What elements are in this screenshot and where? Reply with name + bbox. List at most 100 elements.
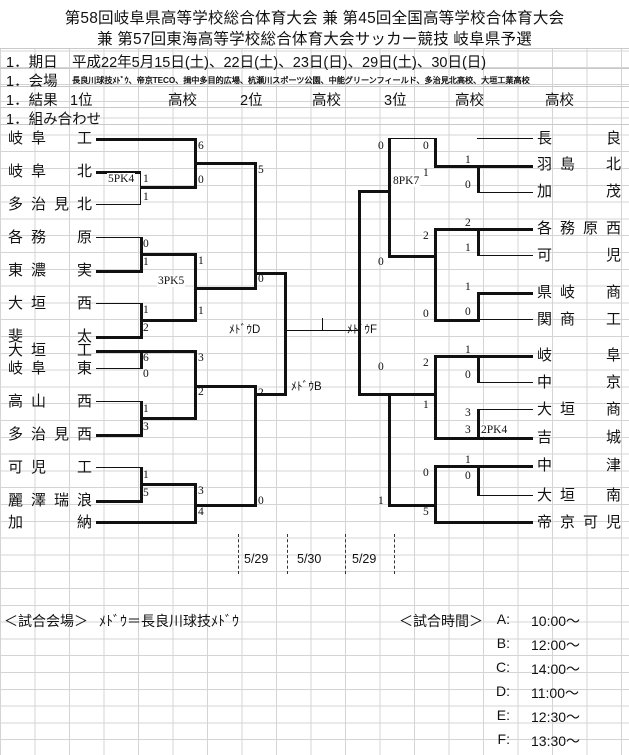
footer-time-key-2: C: [496, 659, 510, 675]
date-value: 平成22年5月15日(土)、22日(土)、23日(日)、29日(土)、30日(日… [72, 55, 487, 71]
right-team-5: 県岐商 [536, 284, 621, 301]
score-left-r1b-bot: 1 [143, 256, 149, 268]
left-line-r1c-out [140, 319, 196, 322]
score-left-r1f-top: 1 [143, 469, 149, 481]
result-1st-rank: 1位 [70, 93, 93, 109]
right-team-0: 長良 [536, 130, 621, 147]
score-right-r1d-top: 1 [465, 344, 471, 356]
score-right-r1c-bot: 0 [465, 306, 471, 318]
score-left-r2a-bot: 0 [198, 174, 204, 186]
result-3rd-school: 高校 [455, 93, 484, 109]
left-line-r1b-out [140, 253, 196, 256]
right-line-team3 [477, 228, 533, 231]
result-label: 1．結果 [6, 93, 58, 109]
right-line-r2b-out [388, 255, 436, 258]
score-left-r2b-top: 1 [198, 255, 204, 267]
header-rule-5 [0, 124, 629, 125]
date-divider-4 [394, 534, 395, 574]
right-line-team5 [477, 292, 533, 295]
score-left-r3b-bot: 0 [258, 495, 264, 507]
score-left-r1f-bot: 5 [143, 487, 149, 499]
score-left-r1d-bot: 0 [143, 368, 149, 380]
right-line-team2 [477, 192, 533, 193]
left-team-13: 加納 [7, 514, 92, 531]
score-left-r1a-bot: 1 [143, 191, 149, 203]
left-team-6: 斐太 [7, 328, 92, 345]
bracket-label: 1．組み合わせ [6, 112, 102, 128]
left-line-r2c-out [194, 385, 256, 388]
right-line-team10 [477, 437, 533, 440]
result-1st-school: 高校 [168, 93, 197, 109]
right-line-team7 [477, 355, 533, 358]
left-line-r2a-out [194, 162, 256, 165]
footer-venue-text: ﾒﾄﾞｳ＝長良川球技ﾒﾄﾞｳ [99, 613, 239, 629]
final-tick [322, 318, 323, 330]
result-2nd-rank: 2位 [240, 93, 263, 109]
right-line-r3-lower-out [358, 393, 390, 396]
right-conn-r2a [434, 138, 437, 168]
right-conn-r1d [477, 355, 480, 383]
date-label-2: 5/30 [297, 552, 322, 566]
right-line-r1a-out [434, 165, 480, 168]
score-right-r1b-bot: 1 [465, 242, 471, 254]
date-label: 1．期日 [6, 55, 58, 71]
right-semifinal-connector [358, 190, 361, 396]
score-right-r3-top: 0 [378, 140, 384, 152]
header-rule-1 [0, 48, 629, 49]
date-divider-3 [345, 534, 346, 574]
footer-time-key-1: B: [496, 635, 510, 651]
footer-time-key-4: E: [496, 707, 510, 723]
footer-venue-heading: ＜試合会場＞ [4, 613, 88, 629]
right-team-6: 関商工 [536, 311, 621, 328]
score-right-r3b-bot: 1 [378, 495, 384, 507]
score-left-r2c-top: 3 [198, 352, 204, 364]
left-line-r1d-out [140, 350, 196, 353]
right-line-r1f-out [434, 465, 480, 468]
score-right-r1f-top: 1 [465, 454, 471, 466]
footer-time-value-4: 12:30～ [531, 709, 581, 725]
left-line-team12 [96, 500, 140, 503]
venue-mark-semi-right: ﾒﾄﾞｳF [347, 324, 378, 336]
score-left-r1c-top: 1 [143, 304, 149, 316]
footer-time-key-5: F: [497, 731, 510, 747]
right-team-12: 大垣南 [536, 487, 621, 504]
header-background [0, 0, 629, 48]
score-right-r1a-bot: 0 [465, 179, 471, 191]
left-team-0: 岐阜工 [7, 130, 92, 147]
score-right-r1f-bot: 0 [465, 470, 471, 482]
right-line-team12 [477, 495, 533, 496]
footer-time-heading: ＜試合時間＞ [399, 613, 483, 629]
left-line-r2d-out [194, 504, 256, 507]
score-right-r2b-bot: 0 [423, 308, 429, 320]
right-conn-r2c [434, 355, 437, 440]
left-team-10: 多治見西 [7, 426, 92, 443]
left-line-team9 [96, 401, 140, 402]
score-right-r1b-top: 2 [465, 217, 471, 229]
right-line-r3-upper-out [358, 190, 390, 193]
right-team-4: 可児 [536, 247, 621, 264]
right-line-r1c-out [434, 319, 480, 322]
pk-label-right-top: 8PK7 [392, 175, 421, 187]
left-team-2: 多治見北 [7, 196, 92, 213]
right-conn-r1c [477, 292, 480, 320]
score-right-r2c-top: 2 [423, 357, 429, 369]
final-horizontal-line [287, 330, 359, 331]
score-right-r1e-top: 3 [465, 407, 471, 419]
left-line-r2b-out [194, 287, 256, 290]
left-team-4: 東濃実 [7, 262, 92, 279]
left-line-team10 [96, 434, 140, 437]
venue-mark-semi-left: ﾒﾄﾞｳD [229, 324, 261, 336]
right-conn-r3-upper [388, 138, 391, 258]
footer-time-value-3: 11:00～ [531, 685, 579, 701]
left-team-7: 大垣工 [7, 342, 92, 359]
score-left-r2d-bot: 4 [198, 506, 204, 518]
left-conn-r1d [140, 350, 143, 369]
footer-time-key-0: A: [496, 611, 510, 627]
venue-value: 長良川球技ﾒﾄﾞｳ、帝京TECO、揖中多目的広場、杭瀬川スポーツ公園、中能グリー… [72, 76, 530, 85]
score-left-r1e-bot: 3 [143, 421, 149, 433]
title-line-1: 第58回岐阜県高等学校総合体育大会 兼 第45回全国高等学校合体育大会 [64, 10, 565, 27]
score-right-r2b-top: 2 [423, 230, 429, 242]
left-line-team5 [96, 303, 140, 304]
left-line-r1f-out [140, 483, 196, 486]
left-conn-r3-upper [254, 162, 257, 290]
